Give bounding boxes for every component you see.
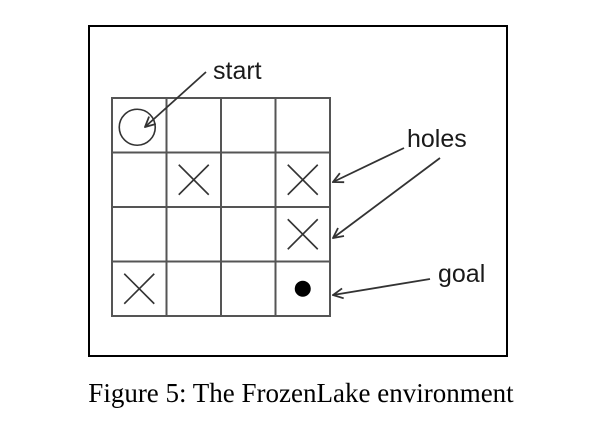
hole-x-icon (287, 218, 319, 250)
grid-cell-r4-c4 (294, 280, 311, 297)
goal-arrow (333, 278, 431, 295)
start-circle-icon (118, 108, 157, 147)
callout-arrows (145, 71, 441, 295)
grid-cell-r2-c4 (287, 164, 319, 196)
goal-dot-icon (294, 280, 311, 297)
grid-cell-r2-c2 (178, 164, 210, 196)
hole-x-icon (287, 164, 319, 196)
grid-cell-r1-c1 (118, 108, 157, 147)
goal-label: goal (438, 260, 485, 288)
holes-label: holes (407, 125, 467, 153)
hole-x-icon (123, 273, 155, 305)
grid-cell-r3-c4 (287, 218, 319, 250)
start-arrow (145, 71, 207, 127)
holes-arrow-upper (333, 147, 405, 182)
grid-cell-r4-c1 (123, 273, 155, 305)
hole-x-icon (178, 164, 210, 196)
start-label: start (213, 57, 262, 85)
grid-cells (118, 108, 319, 305)
grid (111, 97, 331, 317)
figure-caption: Figure 5: The FrozenLake environment (88, 378, 514, 408)
figure-frame (88, 25, 508, 357)
holes-arrow-lower (333, 157, 441, 238)
